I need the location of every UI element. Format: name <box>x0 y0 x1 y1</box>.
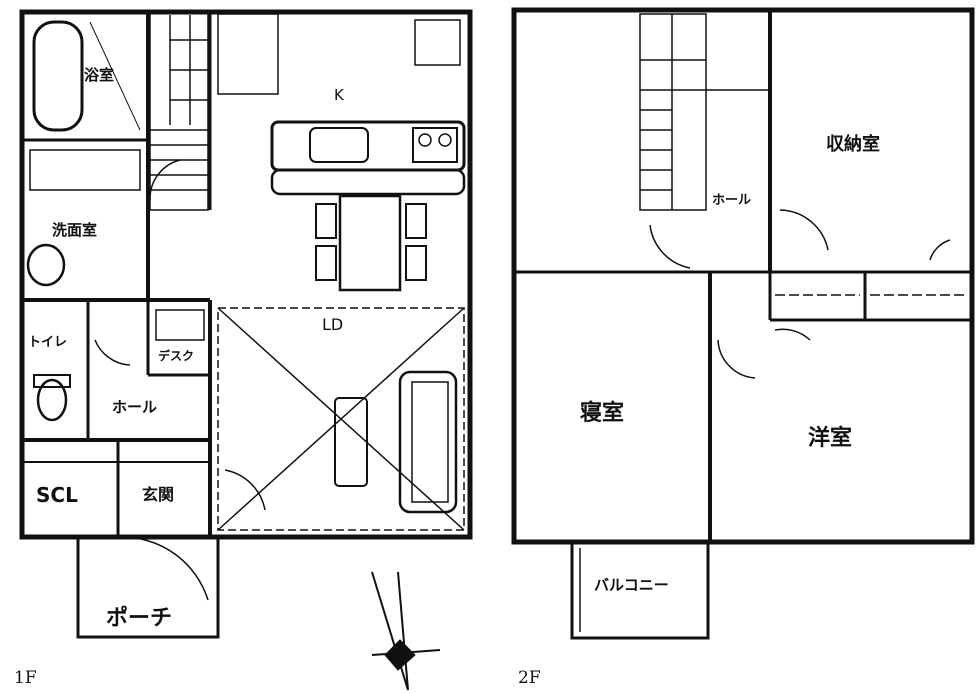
stairs-2f <box>639 13 770 211</box>
coffee-table <box>334 397 368 487</box>
room-label-balcony: バルコニー <box>594 576 669 594</box>
room-label-storage: 収納室 <box>826 133 880 155</box>
atrium-void <box>217 307 465 531</box>
floor-label-2f: 2F <box>518 668 541 688</box>
first-floor-outer-wall <box>19 9 473 540</box>
toilet-bowl <box>36 378 68 422</box>
porch-outline <box>76 535 220 639</box>
refrigerator <box>414 19 461 66</box>
room-label-ld: LD <box>322 315 343 334</box>
floor-label-1f: 1F <box>14 668 37 688</box>
room-label-bedroom: 寝室 <box>580 400 624 426</box>
room-label-desk: デスク <box>158 348 194 363</box>
counter-bar <box>270 168 466 196</box>
balcony-outline <box>570 540 710 640</box>
stairs-1f <box>149 11 209 211</box>
desk <box>155 309 205 341</box>
second-floor-outer-wall <box>511 7 975 545</box>
room-label-hall-2f: ホール <box>712 193 751 208</box>
kitchen-sink <box>309 127 369 163</box>
room-label-western-room: 洋室 <box>808 425 852 451</box>
room-label-bath: 浴室 <box>84 66 114 84</box>
room-label-kitchen: K <box>334 86 345 104</box>
dining-table <box>338 194 402 292</box>
room-label-hall-1f: ホール <box>112 398 157 416</box>
sofa <box>398 370 458 514</box>
room-label-toilet: トイレ <box>28 335 67 350</box>
bathtub <box>32 20 84 132</box>
room-label-entrance: 玄関 <box>142 485 174 504</box>
first-floor-plan <box>19 9 473 639</box>
wash-basin <box>26 243 66 287</box>
room-label-porch: ポーチ <box>106 605 172 631</box>
room-label-scl: SCL <box>36 483 78 507</box>
room-label-washroom: 洗面室 <box>52 221 97 239</box>
kitchen-stove <box>412 127 458 163</box>
second-floor-plan <box>511 7 975 640</box>
north-arrow <box>371 571 441 691</box>
kitchen-back-counter <box>217 13 279 95</box>
